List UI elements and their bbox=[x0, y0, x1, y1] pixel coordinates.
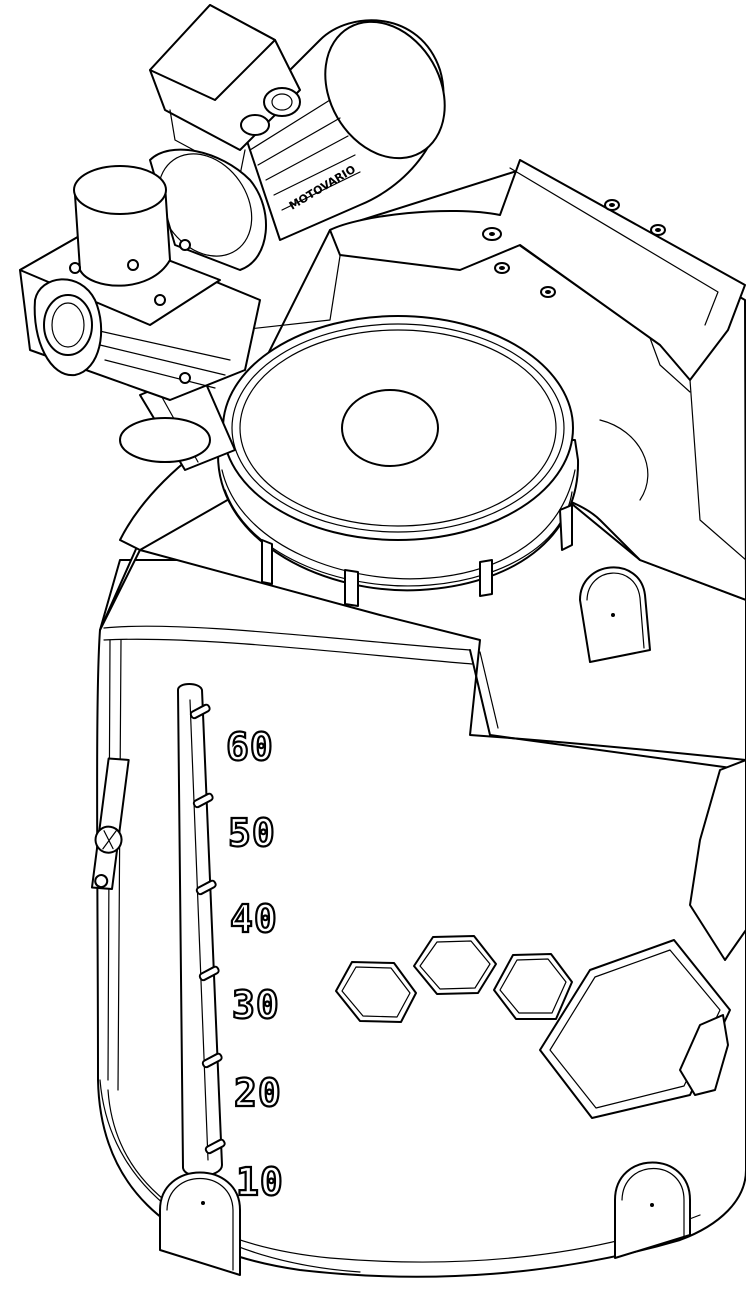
motor-gearbox-assembly: MOTOVARIO bbox=[19, 4, 446, 471]
scale-label-10: 10 bbox=[236, 1160, 284, 1204]
tank-brand-logo bbox=[90, 757, 130, 891]
scale-label-20: 20 bbox=[234, 1071, 282, 1115]
fill-cap bbox=[217, 315, 580, 607]
hexagon-pattern bbox=[335, 759, 746, 1119]
scale-ticks bbox=[189, 703, 226, 1155]
tank-feet bbox=[159, 566, 691, 1276]
mounting-holes bbox=[482, 199, 666, 298]
level-scale: 60 50 40 30 20 10 bbox=[177, 683, 284, 1205]
scale-label-50: 50 bbox=[228, 811, 276, 855]
scale-label-60: 60 bbox=[226, 725, 274, 769]
scale-label-40: 40 bbox=[230, 897, 278, 941]
scale-label-30: 30 bbox=[232, 983, 280, 1027]
